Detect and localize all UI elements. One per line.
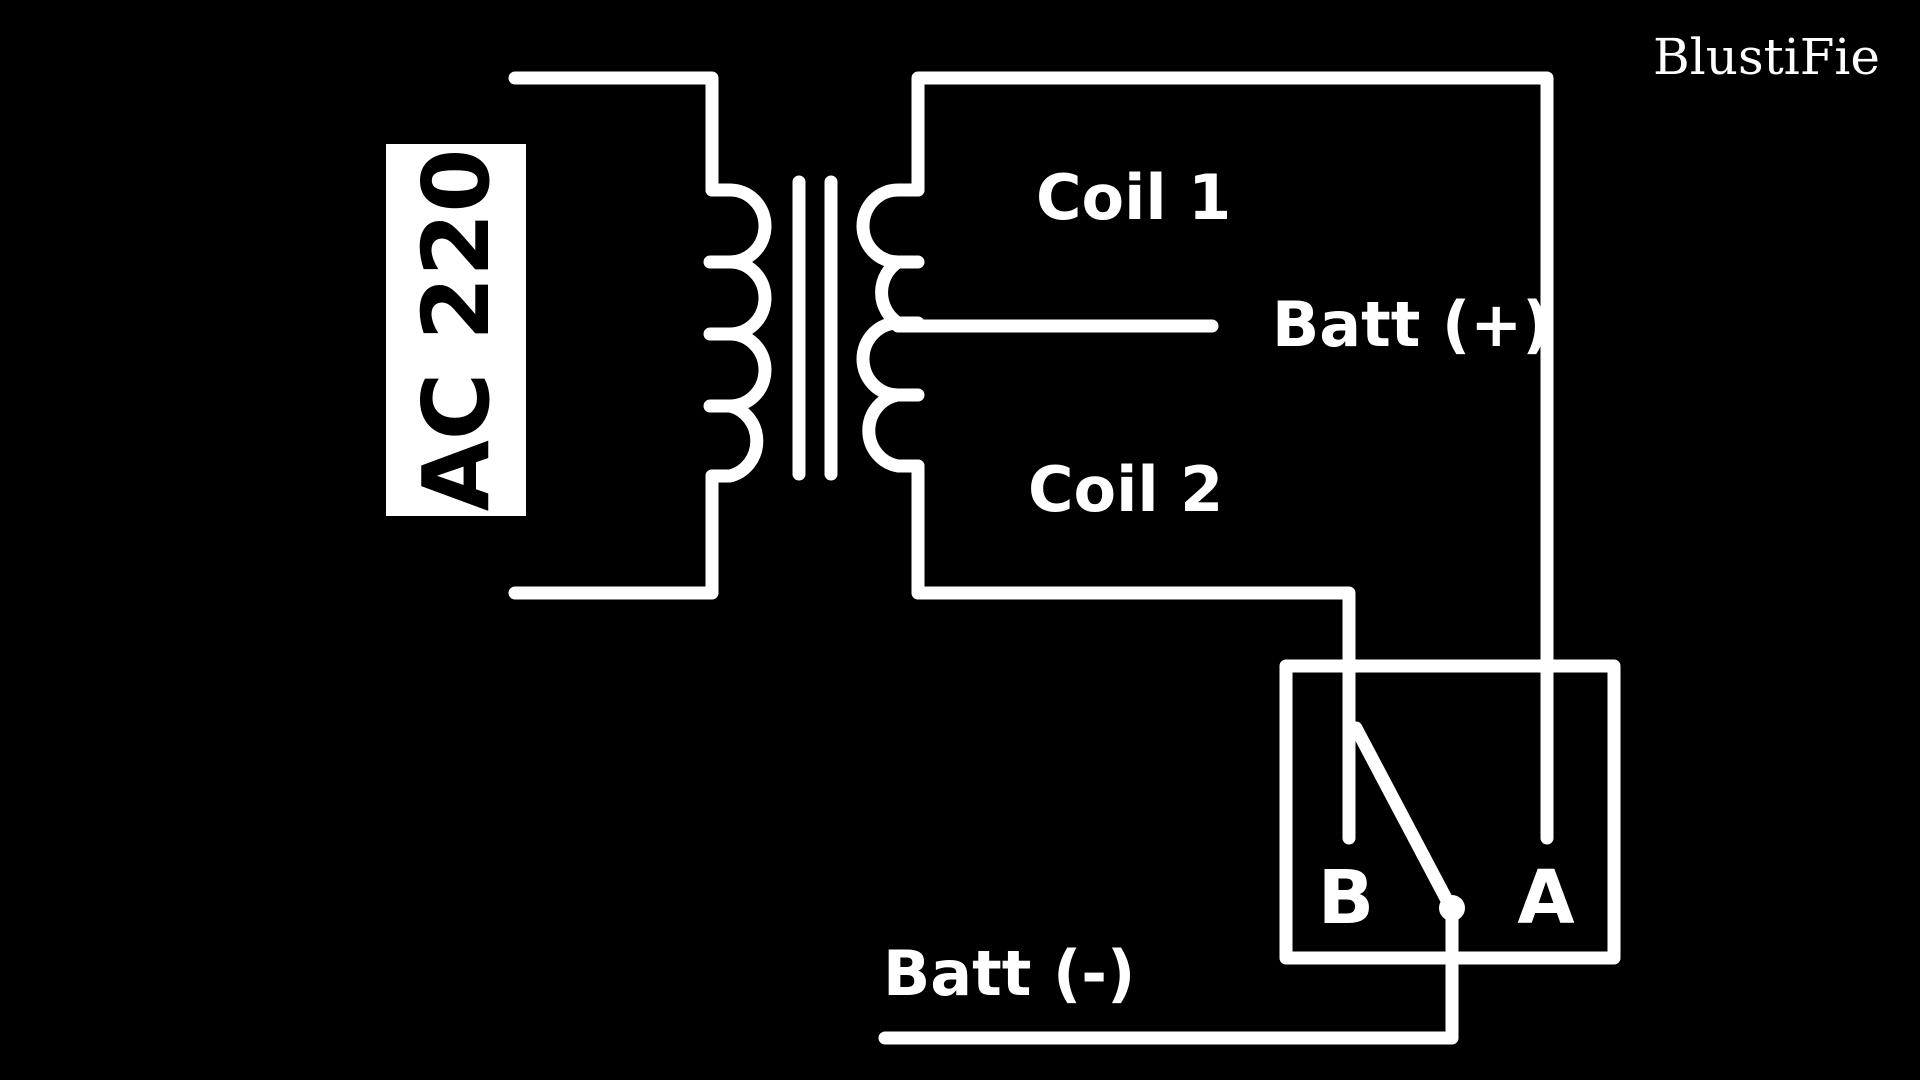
coil-2-label: Coil 2 xyxy=(1028,453,1223,526)
ac-220-label: AC 220 xyxy=(403,149,510,512)
transformer-core xyxy=(792,175,838,481)
ac-source: AC 220 xyxy=(386,144,526,516)
secondary-coil xyxy=(856,183,925,473)
primary-winding xyxy=(508,71,772,600)
ac-label-box xyxy=(386,144,526,516)
changeover-switch: B A xyxy=(1279,659,1621,965)
coil-1-lead xyxy=(911,71,1554,845)
primary-top-lead xyxy=(508,71,719,197)
batt-minus-label: Batt (-) xyxy=(883,937,1135,1010)
terminal-b-label: B xyxy=(1318,855,1374,941)
primary-coil xyxy=(703,183,772,483)
coil-2-lead xyxy=(911,459,1356,845)
switch-blade xyxy=(1349,721,1457,913)
batt-minus-lead xyxy=(878,901,1459,1045)
brand-watermark: BlustiFie xyxy=(1653,28,1880,86)
terminal-a-label: A xyxy=(1517,855,1574,941)
coil-1-label: Coil 1 xyxy=(1036,161,1231,234)
primary-bottom-lead xyxy=(508,469,719,600)
batt-plus-label: Batt (+) xyxy=(1272,288,1551,361)
secondary-winding xyxy=(856,71,1554,845)
